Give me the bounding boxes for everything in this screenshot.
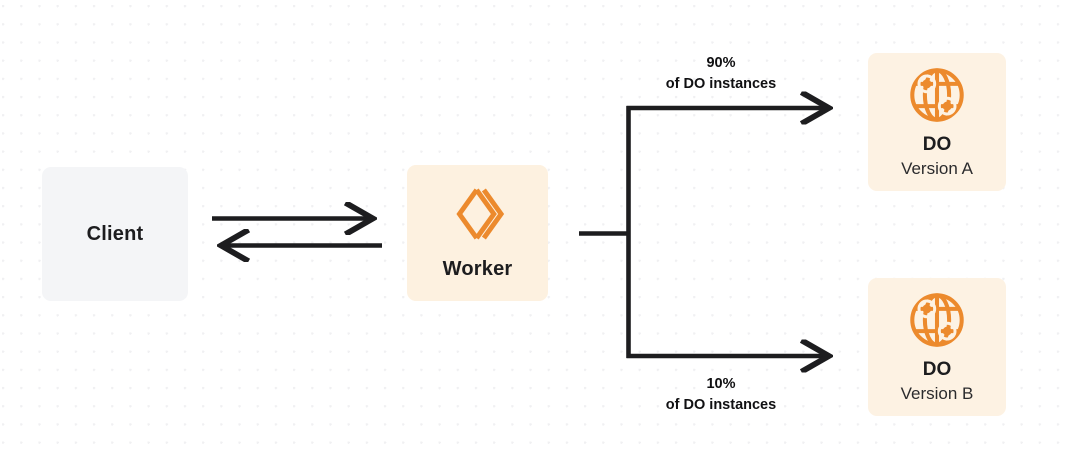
node-client[interactable]: Client: [42, 167, 188, 301]
node-client-label: Client: [86, 223, 144, 245]
edge-label-top-caption: of DO instances: [665, 76, 777, 93]
edge-label-bottom-caption: of DO instances: [665, 397, 777, 414]
edge-label-bottom: 10% of DO instances: [596, 374, 846, 416]
node-do-a-sublabel: Version A: [901, 159, 973, 179]
globe-icon: [906, 64, 968, 126]
node-worker-label: Worker: [442, 258, 513, 280]
edge-label-top-percent: 90%: [706, 55, 736, 71]
globe-icon: [906, 289, 968, 351]
cloudflare-workers-icon: [449, 185, 507, 243]
node-worker[interactable]: Worker: [407, 165, 548, 301]
edge-label-top: 90% of DO instances: [596, 53, 846, 95]
node-do-version-a[interactable]: DO Version A: [868, 53, 1006, 191]
edge-label-bottom-percent: 10%: [706, 376, 736, 392]
node-do-version-b[interactable]: DO Version B: [868, 278, 1006, 416]
node-do-b-label: DO: [922, 359, 952, 381]
node-do-b-sublabel: Version B: [900, 384, 974, 404]
node-do-a-label: DO: [922, 134, 952, 156]
